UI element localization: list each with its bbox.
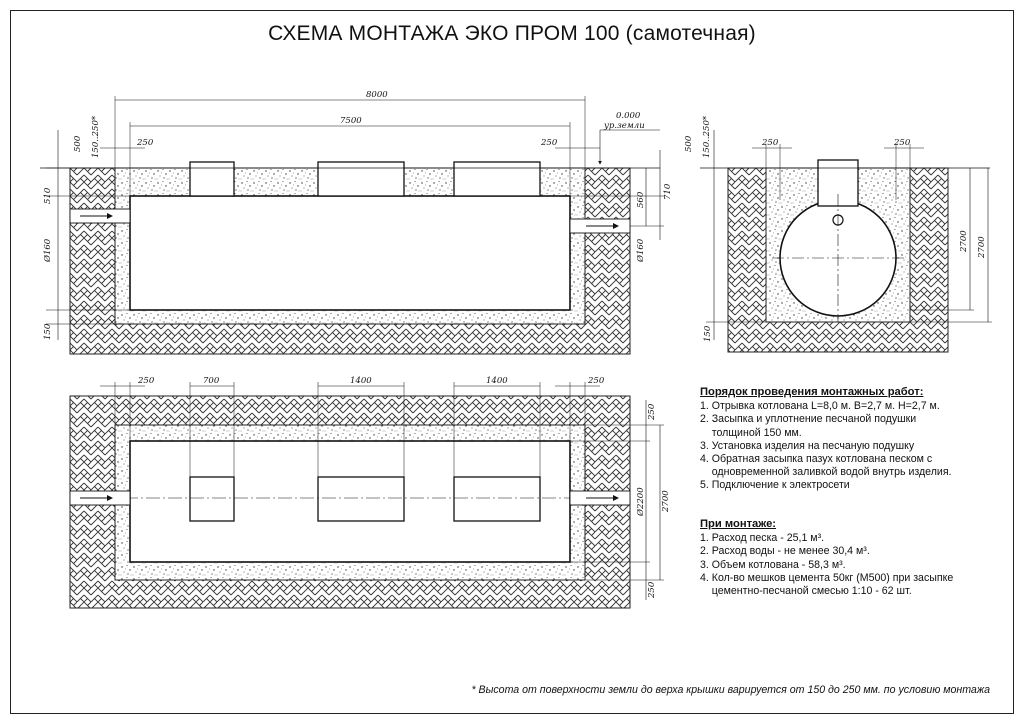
plan-dim-bottom-250: 250 — [647, 581, 657, 599]
procedure-heading: Порядок проведения монтажных работ: — [700, 386, 924, 398]
plan-dim-width-2700: 2700 — [661, 490, 671, 513]
dim-pipe-out: Ø160 — [635, 238, 646, 263]
procedure-item-4: 4. Обратная засыпка пазух котлована песк… — [700, 453, 952, 479]
end-dim-depth-500: 500 — [684, 135, 694, 152]
end-dim-side-right: 250 — [893, 138, 911, 148]
plan-view: 250 700 1400 1400 250 250 Ø2200 2700 250 — [69, 376, 671, 609]
plan-dim-hatch-1400-b: 1400 — [486, 376, 508, 386]
ground-level-label: ур.земли — [603, 121, 645, 131]
end-dim-bottom-150: 150 — [703, 325, 713, 342]
end-dim-height-a: 2700 — [959, 230, 969, 253]
end-dim-side-left: 250 — [761, 138, 779, 148]
hatch-2 — [317, 161, 405, 197]
dim-cover-range: 150..250* — [91, 115, 101, 158]
dim-bottom-150: 150 — [43, 323, 53, 340]
installation-heading: При монтаже: — [700, 518, 777, 530]
tank-body — [129, 195, 571, 311]
dim-side-right: 250 — [540, 138, 558, 148]
hatch-3 — [453, 161, 541, 197]
end-dim-height-b: 2700 — [977, 236, 987, 259]
end-dim-cover-range: 150..250* — [702, 115, 712, 158]
plan-hatch-1 — [189, 476, 235, 522]
dim-side-left: 250 — [136, 138, 154, 148]
dim-total-length: 8000 — [366, 90, 388, 100]
ground-level-value: 0.000 — [616, 111, 641, 121]
plan-dim-top-250: 250 — [647, 403, 657, 421]
section-view: 8000 7500 250 250 0.000 ур.земли 500 150… — [40, 90, 673, 355]
dim-inner-length: 7500 — [340, 116, 362, 126]
plan-dim-diameter: Ø2200 — [635, 487, 646, 517]
plan-dim-hatch-700: 700 — [203, 376, 220, 386]
installation-item-3: 3. Объем котлована - 58,3 м³. — [700, 558, 846, 571]
dim-pipe-in: Ø160 — [42, 238, 53, 263]
plan-dim-left-250: 250 — [137, 376, 155, 386]
hatch-1 — [189, 161, 235, 197]
procedure-item-1: 1. Отрывка котлована L=8,0 м. В=2,7 м. Н… — [700, 400, 940, 413]
procedure-notes: Порядок проведения монтажных работ: 1. О… — [700, 386, 952, 493]
plan-hatch-2 — [317, 476, 405, 522]
plan-dim-right-250: 250 — [587, 376, 605, 386]
footnote: * Высота от поверхности земли до верха к… — [471, 684, 990, 696]
installation-item-2: 2. Расход воды - не менее 30,4 м³. — [700, 545, 870, 558]
plan-hatch-3 — [453, 476, 541, 522]
procedure-item-2: 2. Засыпка и уплотнение песчаной подушки… — [700, 413, 917, 439]
dim-inlet-560: 560 — [636, 191, 646, 208]
installation-item-1: 1. Расход песка - 25,1 м³. — [700, 532, 825, 545]
drawing-title: СХЕМА МОНТАЖА ЭКО ПРОМ 100 (самотечная) — [268, 22, 756, 45]
installation-notes: При монтаже: 1. Расход песка - 25,1 м³. … — [700, 518, 953, 598]
dim-top-510: 510 — [43, 187, 53, 204]
procedure-item-5: 5. Подключение к электросети — [700, 479, 850, 492]
end-view: 250 250 500 150..250* 2700 2700 150 — [684, 115, 992, 353]
plan-dim-hatch-1400-a: 1400 — [350, 376, 372, 386]
dim-depth-500: 500 — [73, 135, 83, 152]
dim-outlet-710: 710 — [663, 183, 673, 200]
drawing-frame — [10, 10, 1014, 714]
procedure-item-3: 3. Установка изделия на песчаную подушку — [700, 439, 915, 452]
installation-item-4: 4. Кол-во мешков цемента 50кг (М500) при… — [700, 571, 954, 598]
